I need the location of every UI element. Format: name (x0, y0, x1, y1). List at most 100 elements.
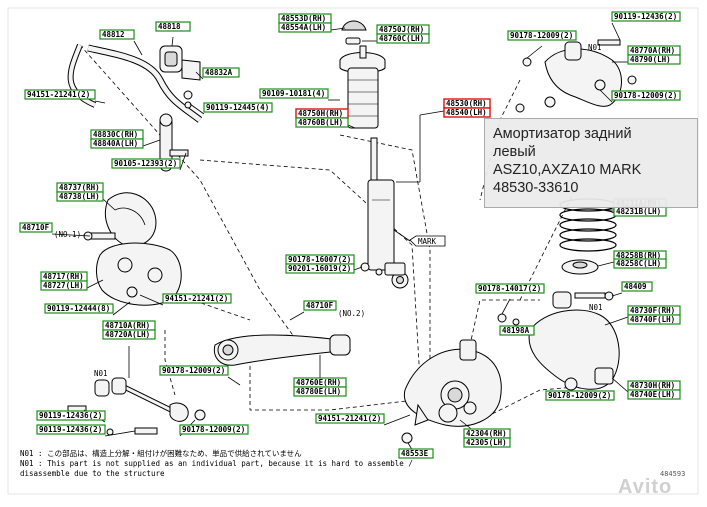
figure-id: 484593 (660, 470, 686, 478)
part-label-text: 90119-12436(2) (39, 425, 102, 434)
stabilizer-bushing (159, 45, 201, 109)
part-label-box (376, 33, 430, 44)
part-label-box (507, 30, 577, 41)
part-label-48530: 48530(RH) (443, 98, 491, 109)
part-label-box (44, 303, 114, 314)
part-label-box (203, 102, 273, 113)
part-label-box (475, 283, 545, 294)
rear-knuckle-cover (104, 192, 157, 247)
part-label-box (499, 325, 535, 336)
part-label-text: 48553D(RH) (281, 14, 326, 23)
part-label-48780E: 48780E(LH) (293, 386, 347, 397)
part-label-text: 48710A(RH) (105, 321, 150, 330)
callout-line-1: Амортизатор задний (493, 126, 632, 142)
no1-marker: (NO.1) (54, 230, 81, 239)
part-label-box (259, 88, 329, 99)
part-label-48540: 48540(LH) (443, 107, 491, 118)
part-label-48710A: 48710A(RH) (102, 320, 156, 331)
callout-line-2: левый (493, 144, 536, 160)
footnote-en-2: disassemble due to the structure (20, 469, 165, 478)
part-label-box (295, 117, 349, 128)
part-label-48832A: 48832A (202, 67, 240, 78)
part-label-box (36, 424, 106, 435)
part-label-text: 48258B(RH) (616, 251, 661, 260)
part-label-text: 48812 (102, 30, 125, 39)
footnotes: N01 : この部品は、構造上分解・組付けが困難なため、単品で供給されていません… (20, 449, 413, 479)
n01-marker-top: N01 (588, 43, 602, 52)
part-label-box (398, 448, 434, 459)
part-label-box (155, 21, 191, 32)
part-label-48770A: 48770A(RH) (627, 45, 681, 56)
part-label-48720A: 48720A(LH) (102, 329, 156, 340)
part-label-text: 48760E(RH) (296, 378, 341, 387)
part-label-48717: 48717(RH) (40, 271, 88, 282)
lower-control-arm-left (213, 334, 352, 366)
part-label-text: 94151-21241(2) (318, 414, 381, 423)
shock-absorber (339, 45, 409, 289)
part-label-text: 90178-14017(2) (478, 284, 541, 293)
part-label-90178-12009-a: 90178-12009(2) (507, 30, 577, 41)
part-label-48830C: 48830C(RH) (90, 129, 144, 140)
part-label-48818: 48818 (155, 21, 191, 32)
part-label-42304: 42304(RH) (463, 428, 511, 439)
part-label-90178-16007: 90178-16007(2) (285, 254, 355, 265)
part-label-text: 90178-12009(2) (510, 31, 573, 40)
part-label-48727: 48727(LH) (40, 280, 88, 291)
part-label-text: 42304(RH) (466, 429, 507, 438)
spring-seat (561, 259, 599, 275)
part-label-text: 48760C(LH) (379, 34, 424, 43)
part-label-48553D: 48553D(RH) (278, 13, 332, 24)
part-label-94151-21241-c: 94151-21241(2) (315, 413, 385, 424)
part-label-text: 48720A(LH) (105, 330, 150, 339)
part-label-box (463, 437, 511, 448)
part-label-48710F-1: 48710F (19, 222, 53, 233)
part-label-box (627, 314, 681, 325)
part-label-48554A: 48554A(LH) (278, 22, 332, 33)
part-label-48790: 48790(LH) (627, 54, 681, 65)
part-label-box (293, 386, 347, 397)
part-label-text: 48710F (306, 301, 334, 310)
part-label-90119-12436-b: 90119-12436(2) (36, 424, 106, 435)
part-label-box (90, 138, 144, 149)
part-label-94151-21241-b: 94151-21241(2) (162, 293, 232, 304)
mark-tag: MARK (393, 229, 446, 247)
part-label-text: 90178-12009(2) (182, 425, 245, 434)
part-label-box (627, 389, 681, 400)
part-label-box (611, 90, 681, 101)
part-label-text: 48530(RH) (446, 99, 487, 108)
part-label-48730H: 48730H(RH) (627, 380, 681, 391)
part-label-text: 90178-12009(2) (162, 366, 225, 375)
part-label-48750J: 48750J(RH) (376, 24, 430, 35)
part-label-90119-12444: 90119-12444(8) (44, 303, 114, 314)
part-label-48553E: 48553E (398, 448, 434, 459)
part-label-box (443, 107, 491, 118)
part-label-box (19, 222, 53, 233)
part-label-text: 42305(LH) (466, 438, 507, 447)
part-label-text: 48740E(LH) (630, 390, 675, 399)
part-label-box (315, 413, 385, 424)
part-label-text: 90119-12436(2) (614, 12, 677, 21)
part-label-text: 90119-12445(4) (206, 103, 269, 112)
part-label-box (162, 293, 232, 304)
part-label-text: 48258C(LH) (616, 259, 661, 268)
part-label-48258C: 48258C(LH) (613, 258, 667, 269)
part-label-48812: 48812 (99, 29, 135, 40)
part-label-48750H: 48750H(RH) (295, 108, 349, 119)
part-label-box (621, 281, 653, 292)
part-label-48409: 48409 (621, 281, 653, 292)
part-label-90178-12009-d: 90178-12009(2) (611, 90, 681, 101)
n01-marker-right: N01 (589, 303, 603, 312)
part-label-box (179, 424, 249, 435)
part-label-48710F-2: 48710F (303, 300, 337, 311)
part-label-text: 48760B(LH) (298, 118, 343, 127)
part-label-box (111, 158, 181, 169)
part-label-text: 90178-16007(2) (288, 255, 351, 264)
carrier-bracket (83, 231, 182, 306)
part-label-box (611, 11, 681, 22)
upper-control-arm-right (515, 39, 637, 113)
part-label-90119-12436-a: 90119-12436(2) (36, 410, 106, 421)
part-label-48760E: 48760E(RH) (293, 377, 347, 388)
part-label-text: 48231B(LH) (616, 207, 661, 216)
n01-marker-left: N01 (94, 369, 108, 378)
marker-n01-left: N01 (94, 369, 108, 378)
